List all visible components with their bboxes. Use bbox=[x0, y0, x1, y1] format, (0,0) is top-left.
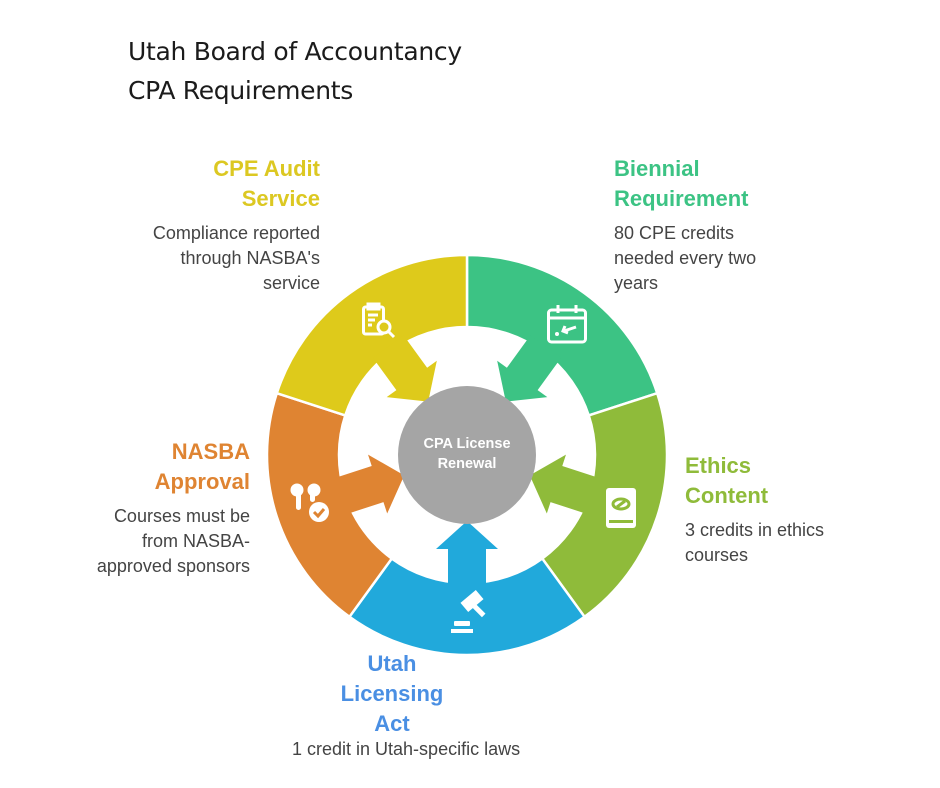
heading-line: NASBA bbox=[171, 439, 250, 464]
ethics-content-description: 3 credits in ethics courses bbox=[685, 518, 915, 568]
desc-text: 1 credit in Utah-specific laws bbox=[292, 737, 612, 762]
title-line-2: CPA Requirements bbox=[128, 76, 353, 105]
desc-line: approved sponsors bbox=[96, 556, 250, 576]
heading-line: Act bbox=[374, 711, 410, 736]
biennial-requirement-description: 80 CPE credits needed every two years bbox=[614, 221, 844, 296]
biennial-requirement-block: Biennial Requirement 80 CPE credits need… bbox=[614, 154, 844, 296]
cpe-audit-service-description: Compliance reported through NASBA's serv… bbox=[70, 221, 320, 296]
earbuds-check-icon bbox=[290, 483, 329, 522]
heading-line: Approval bbox=[154, 469, 250, 494]
desc-line: years bbox=[614, 273, 659, 293]
desc-line: courses bbox=[685, 545, 749, 565]
heading-line: Content bbox=[685, 483, 769, 508]
utah-licensing-act-arrow-icon bbox=[436, 521, 498, 589]
heading-line: Service bbox=[241, 186, 320, 211]
heading-line: Biennial bbox=[614, 156, 700, 181]
heading-line: Utah bbox=[367, 651, 417, 676]
utah-licensing-act-heading: Utah Licensing Act bbox=[270, 649, 514, 739]
cpe-audit-service-block: CPE Audit Service Compliance reported th… bbox=[70, 154, 320, 296]
nasba-approval-description: Courses must be from NASBA- approved spo… bbox=[30, 504, 250, 579]
cpe-audit-service-arrow-icon bbox=[372, 335, 437, 402]
heading-line: Requirement bbox=[614, 186, 749, 211]
desc-line: from NASBA- bbox=[141, 531, 250, 551]
biennial-requirement-arrow-icon bbox=[497, 335, 562, 402]
desc-line: 3 credits in ethics bbox=[685, 520, 825, 540]
nasba-approval-heading: NASBA Approval bbox=[30, 437, 250, 497]
biennial-requirement-heading: Biennial Requirement bbox=[614, 154, 844, 214]
book-icon bbox=[606, 488, 636, 528]
title-line-1: Utah Board of Accountancy bbox=[128, 37, 462, 66]
ethics-content-block: Ethics Content 3 credits in ethics cours… bbox=[685, 451, 915, 568]
calendar-icon bbox=[547, 305, 587, 344]
center-circle bbox=[398, 386, 536, 524]
desc-line: 80 CPE credits bbox=[614, 223, 735, 243]
center-label-line-2: Renewal bbox=[437, 456, 497, 472]
desc-line: 1 credit in Utah-specific laws bbox=[292, 739, 521, 759]
heading-line: Licensing bbox=[340, 681, 444, 706]
clipboard-search-icon bbox=[362, 302, 396, 339]
desc-line: through NASBA's bbox=[180, 248, 320, 268]
page-title: Utah Board of Accountancy CPA Requiremen… bbox=[128, 32, 462, 110]
desc-line: service bbox=[262, 273, 320, 293]
utah-licensing-act-block: Utah Licensing Act bbox=[270, 649, 514, 739]
cpe-audit-service-heading: CPE Audit Service bbox=[70, 154, 320, 214]
gavel-icon bbox=[451, 589, 486, 633]
center-label-line-1: CPA License bbox=[423, 436, 511, 452]
center-label: CPA License Renewal bbox=[397, 434, 537, 474]
heading-line: Ethics bbox=[685, 453, 752, 478]
utah-licensing-act-description: 1 credit in Utah-specific laws bbox=[292, 737, 612, 762]
nasba-approval-arrow-icon bbox=[333, 454, 405, 515]
heading-line: CPE Audit bbox=[213, 156, 320, 181]
desc-line: Courses must be bbox=[113, 506, 250, 526]
desc-line: needed every two bbox=[614, 248, 757, 268]
nasba-approval-block: NASBA Approval Courses must be from NASB… bbox=[30, 437, 250, 579]
ethics-content-heading: Ethics Content bbox=[685, 451, 915, 511]
ethics-content-arrow-icon bbox=[529, 454, 601, 515]
desc-line: Compliance reported bbox=[152, 223, 320, 243]
